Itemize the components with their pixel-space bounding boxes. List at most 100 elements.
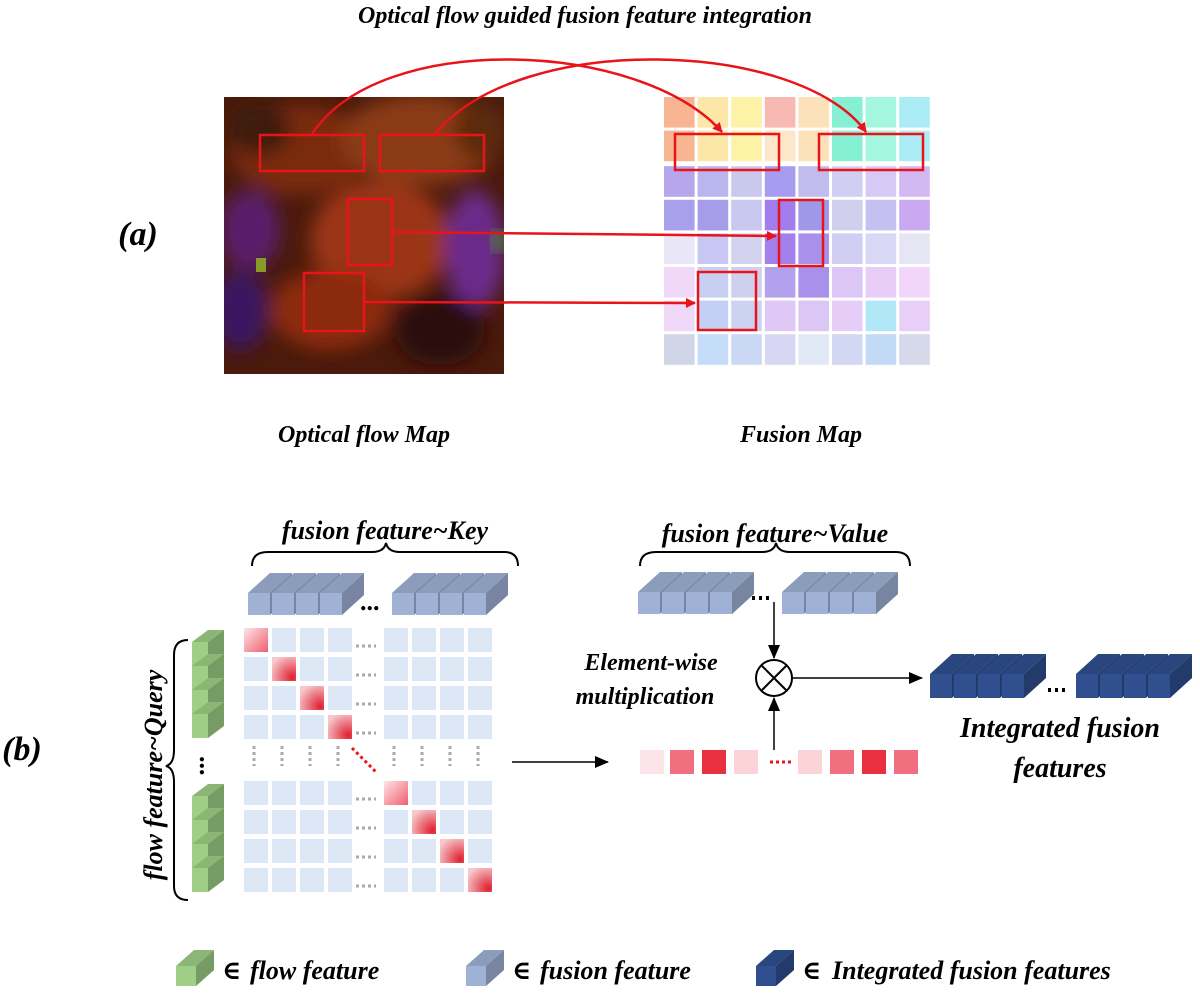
fusion-map-cell [865, 267, 897, 298]
legend-cube [176, 950, 214, 986]
integrated-cube [1002, 654, 1046, 698]
legend-integrated-feature-icon [756, 950, 794, 986]
matrix-cell [244, 657, 268, 681]
integrated-cube [1148, 654, 1192, 698]
key-cube [320, 573, 364, 615]
output-label-line1: Integrated fusion [959, 713, 1160, 744]
fusion-map-cell [832, 166, 863, 197]
fusion-map-cell [731, 97, 762, 128]
matrix-cell [440, 628, 464, 652]
vector-cell [670, 750, 694, 774]
matrix-cell [328, 839, 352, 863]
matrix-cell [384, 868, 408, 892]
fusion-map-cell [899, 300, 930, 332]
fusion-map-cell [764, 267, 796, 298]
matrix-cell [384, 781, 408, 805]
matrix-cell [300, 628, 324, 652]
matrix-cell [244, 781, 268, 805]
fusion-map-cell [899, 334, 930, 365]
matrix-cell [272, 868, 296, 892]
matrix-cell [384, 628, 408, 652]
fusion-map-cell [664, 267, 695, 298]
key-label: fusion feature~Key [282, 516, 489, 545]
fusion-map-cell [764, 300, 796, 332]
query-label: flow feature~Query [139, 669, 168, 880]
matrix-cell [440, 810, 464, 834]
vector-cell [830, 750, 854, 774]
matrix-cell [384, 810, 408, 834]
value-feature-cubes [638, 572, 898, 614]
matrix-cell [468, 628, 492, 652]
fusion-map-cell [865, 97, 897, 128]
query-cube [192, 702, 224, 738]
vector-cell [862, 750, 886, 774]
arrow-curve-2 [434, 58, 868, 135]
matrix-cell [468, 657, 492, 681]
matrix-cell [412, 810, 436, 834]
matrix-cell [244, 810, 268, 834]
matrix-cell [328, 628, 352, 652]
fusion-map-cell [865, 130, 897, 162]
arrow-straight-3 [391, 230, 777, 241]
matrix-cell [300, 715, 324, 739]
matrix-cell [440, 781, 464, 805]
fusion-map-cell [764, 97, 796, 128]
fusion-map-cell [664, 300, 695, 332]
arrow-straight-4 [363, 297, 696, 308]
fusion-map-cell [865, 199, 897, 231]
matrix-cell [440, 839, 464, 863]
fusion-map-cell [697, 130, 729, 162]
arrow-curve-1 [310, 58, 723, 135]
fusion-map-cell [865, 300, 897, 332]
matrix-cell [244, 715, 268, 739]
matrix-cell [244, 686, 268, 710]
fusion-map-cell [664, 199, 695, 231]
matrix-cell [244, 839, 268, 863]
fusion-map-cell [832, 199, 863, 231]
matrix-cell [328, 868, 352, 892]
matrix-cell [468, 686, 492, 710]
fusion-map-cell [899, 233, 930, 264]
fusion-map-cell [664, 166, 695, 197]
query-cube [192, 856, 224, 892]
fusion-map-cell [798, 233, 829, 264]
fusion-map-cell [832, 130, 863, 162]
panel-label-a: (a) [118, 216, 158, 253]
fusion-map-cell [899, 97, 930, 128]
matrix-cell [300, 868, 324, 892]
matrix-cell [328, 657, 352, 681]
value-brace [639, 542, 911, 567]
matrix-cell [468, 781, 492, 805]
fusion-map-cell [731, 130, 762, 162]
fusion-region-box-2 [817, 132, 925, 172]
fusion-map-cell [664, 97, 695, 128]
matrix-cell [440, 715, 464, 739]
fusion-map-cell [731, 166, 762, 197]
fusion-map-cell [664, 233, 695, 264]
fusion-map-cell [798, 199, 829, 231]
attention-weight-vector [640, 750, 918, 774]
matrix-cell [412, 628, 436, 652]
flow-region-box-1 [258, 133, 366, 173]
matrix-cell [440, 868, 464, 892]
fusion-map-cell [832, 267, 863, 298]
matrix-cell [412, 715, 436, 739]
vector-cell [734, 750, 758, 774]
matrix-cell [272, 839, 296, 863]
matrix-cell [468, 868, 492, 892]
fusion-map-cell [697, 199, 729, 231]
matrix-cell [412, 868, 436, 892]
matrix-cell [384, 715, 408, 739]
key-feature-cubes [248, 573, 508, 615]
legend-flow-feature-text: flow feature [250, 956, 379, 985]
legend: ∈ flow feature ∈ fusion feature ∈ Integr… [176, 950, 1111, 986]
fusion-map-cell [798, 130, 829, 162]
matrix-cell [412, 686, 436, 710]
value-cube [710, 572, 754, 614]
matrix-cell [272, 628, 296, 652]
fusion-map-cell [865, 233, 897, 264]
fusion-map-cell [899, 199, 930, 231]
fusion-map-cell [899, 267, 930, 298]
matrix-cell [468, 810, 492, 834]
